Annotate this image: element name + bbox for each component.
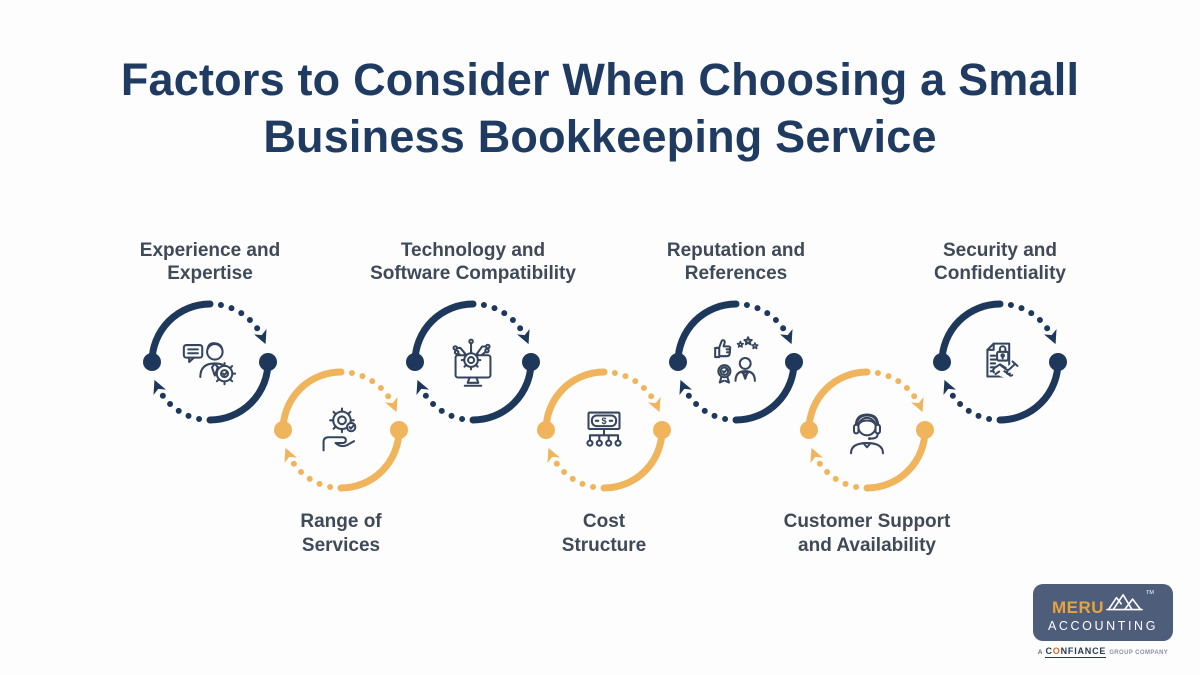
logo-brand-accounting: ACCOUNTING <box>1047 619 1159 633</box>
factor-label-technology-software: Technology and Software Compatibility <box>370 239 576 285</box>
tagline-orange-o: O <box>1052 646 1061 656</box>
factor-label-cost-structure: Cost Structure <box>561 511 647 556</box>
logo-tagline: A CONFIANCE GROUP COMPANY <box>1033 646 1173 658</box>
tagline-prefix: A <box>1037 649 1043 656</box>
factor-experience-expertise: Experience and Expertise <box>140 240 280 429</box>
tagline-suffix: GROUP COMPANY <box>1109 650 1169 656</box>
cycle-ring <box>537 368 671 492</box>
cycle-ring <box>669 300 803 424</box>
cycle-ring <box>274 368 408 492</box>
tagline-brand-confiance: CONFIANCE <box>1045 646 1107 658</box>
logo-card: MERU TM ACCOUNTING <box>1033 584 1173 641</box>
trademark-text: TM <box>1146 590 1154 596</box>
cycle-ring <box>933 300 1067 424</box>
cycle-ring <box>143 300 277 424</box>
page-title: Factors to Consider When Choosing a Smal… <box>0 52 1200 165</box>
factor-label-experience-expertise: Experience and Expertise <box>139 239 281 285</box>
meru-accounting-logo: MERU TM ACCOUNTING A CONFIANCE GROUP COM… <box>1033 584 1173 658</box>
factor-technology-software-compatibility: Technology and Software Compatibility <box>370 240 576 429</box>
cycle-ring <box>406 300 540 424</box>
factor-label-security-confidentiality: Security and Confidentiality <box>934 239 1066 285</box>
money-hierarchy-icon: $ <box>586 411 622 447</box>
thumbsup-stars-person-medal-icon <box>714 336 759 384</box>
factor-customer-support-availability: Customer Support and Availability <box>784 363 950 556</box>
factor-label-range-of-services: Range of Services <box>300 511 382 556</box>
cycle-ring <box>800 368 934 492</box>
page-title-line2: Business Bookkeeping Service <box>263 110 937 162</box>
hand-gear-icon <box>322 407 357 452</box>
logo-brand-meru: MERU <box>1051 598 1105 617</box>
factor-label-reputation-references: Reputation and References <box>666 239 806 285</box>
dollar-sign: $ <box>601 416 606 426</box>
person-speech-gear-icon <box>182 342 237 386</box>
page-title-line1: Factors to Consider When Choosing a Smal… <box>120 54 1080 105</box>
mountains-icon <box>1106 591 1144 616</box>
factor-reputation-references: Reputation and References <box>667 240 805 429</box>
factor-range-of-services: Range of Services <box>274 363 408 556</box>
factor-security-confidentiality: Security and Confidentiality <box>933 240 1067 429</box>
factor-label-customer-support: Customer Support and Availability <box>783 511 951 556</box>
document-lock-handshake-icon <box>986 342 1019 378</box>
headset-agent-icon <box>849 413 885 455</box>
factor-cost-structure: Cost Structure $ <box>537 363 671 556</box>
monitor-gear-circuit-icon <box>452 338 492 387</box>
